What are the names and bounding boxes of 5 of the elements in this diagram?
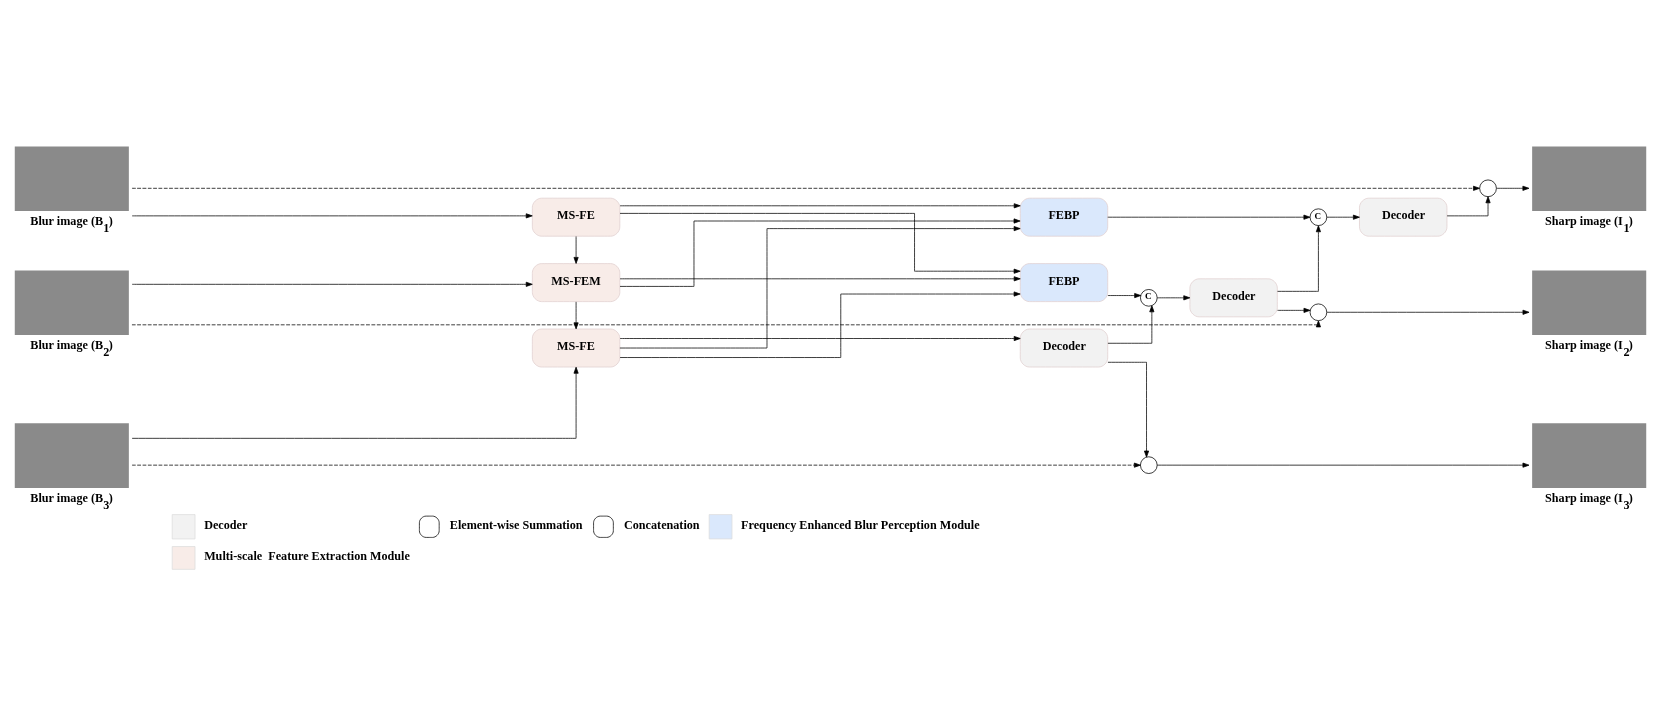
legend-label: Frequency Enhanced Blur Perception Module [741, 517, 980, 532]
legend-label: Multi-scale Feature Extraction Module [204, 548, 410, 563]
legend-label: Element-wise Summation [449, 517, 583, 532]
legend-label: Concatenation [624, 517, 700, 532]
legend-label: Decoder [204, 517, 248, 532]
